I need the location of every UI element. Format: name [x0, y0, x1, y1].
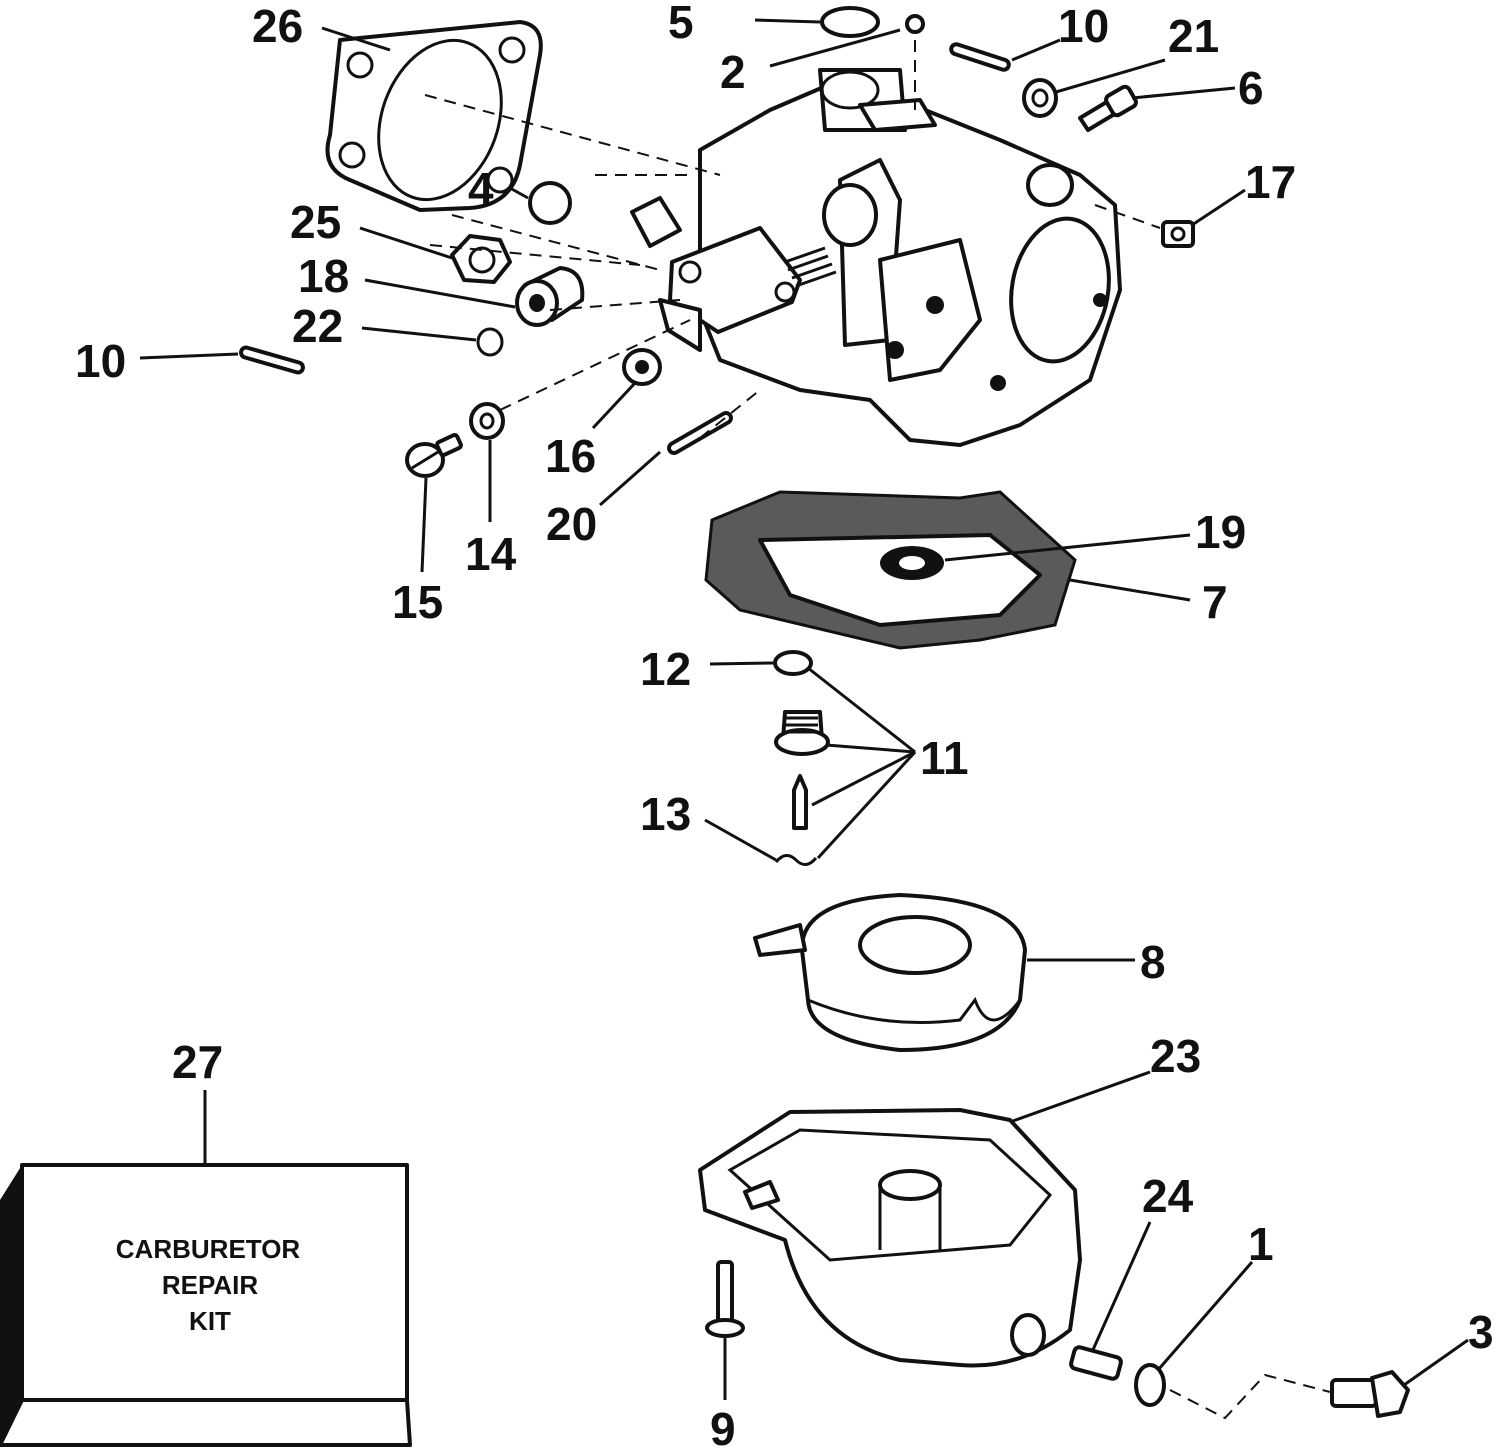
- part-24-jet: [1069, 1345, 1123, 1381]
- callout-1: 1: [1248, 1218, 1274, 1270]
- callout-26: 26: [252, 0, 303, 52]
- part-5-plug: [820, 6, 880, 38]
- alignment-lines: [424, 40, 1331, 1420]
- part-3-drain-plug: [1330, 1370, 1410, 1418]
- callout-4: 4: [468, 163, 494, 215]
- callout-19: 19: [1195, 506, 1246, 558]
- part-22-ring: [476, 327, 504, 357]
- part-23-float-bowl: [698, 1108, 1082, 1368]
- kit-line-1: CARBURETOR: [116, 1234, 301, 1264]
- leader-lines: [139, 18, 1469, 1400]
- callout-13: 13: [640, 788, 691, 840]
- callout-21: 21: [1168, 10, 1219, 62]
- kit-line-3: KIT: [189, 1306, 231, 1336]
- callout-7: 7: [1202, 576, 1228, 628]
- callout-5: 5: [668, 0, 694, 48]
- part-21-washer: [1022, 78, 1058, 118]
- part-19-seal: [880, 546, 944, 580]
- part-13-clip: [774, 854, 818, 866]
- part-11-needle-seat: [774, 710, 830, 756]
- part-15-screw: [405, 432, 463, 478]
- callout-22: 22: [292, 300, 343, 352]
- callout-10-top: 10: [1058, 0, 1109, 52]
- callout-18: 18: [298, 250, 349, 302]
- kit-line-2: REPAIR: [162, 1270, 259, 1300]
- part-10-pin-top: [949, 42, 1011, 72]
- repair-kit-label: CARBURETOR REPAIR KIT: [116, 1234, 301, 1336]
- part-2-ball: [905, 14, 925, 34]
- callout-labels: 26 5 2 10 21 6 4 17 25 18 22 10 16 20 14…: [75, 0, 1494, 1453]
- callout-24: 24: [1142, 1170, 1194, 1222]
- callout-23: 23: [1150, 1030, 1201, 1082]
- callout-12: 12: [640, 643, 691, 695]
- callout-2: 2: [720, 46, 746, 98]
- part-8-float: [753, 893, 1027, 1052]
- part-1-washer: [1134, 1363, 1166, 1407]
- callout-25: 25: [290, 196, 341, 248]
- callout-10-left: 10: [75, 335, 126, 387]
- part-carburetor-body: [630, 68, 1122, 447]
- part-17-nut: [1161, 220, 1195, 248]
- part-18-bushing: [515, 266, 585, 327]
- part-16-nut: [622, 348, 662, 386]
- callout-6: 6: [1238, 62, 1264, 114]
- callout-8: 8: [1140, 936, 1166, 988]
- callout-17: 17: [1245, 156, 1296, 208]
- part-27-repair-kit: [0, 1163, 412, 1447]
- callout-15: 15: [392, 576, 443, 628]
- part-11-needle: [792, 774, 808, 830]
- part-4-ball: [528, 181, 572, 225]
- part-10-pin-left: [239, 345, 305, 375]
- callout-9: 9: [710, 1403, 736, 1453]
- part-6-screw: [1078, 84, 1138, 132]
- part-26-gasket: [325, 20, 543, 212]
- callout-27: 27: [172, 1036, 223, 1088]
- callout-14: 14: [465, 528, 517, 580]
- callout-11: 11: [920, 732, 969, 784]
- callout-16: 16: [545, 430, 596, 482]
- callout-3: 3: [1468, 1306, 1494, 1358]
- part-14-washer: [469, 402, 505, 440]
- part-20-screw: [667, 411, 733, 455]
- part-9-screw: [705, 1260, 745, 1338]
- callout-20: 20: [546, 498, 597, 550]
- part-12-washer: [773, 650, 813, 676]
- part-25-hex-nut: [450, 234, 512, 284]
